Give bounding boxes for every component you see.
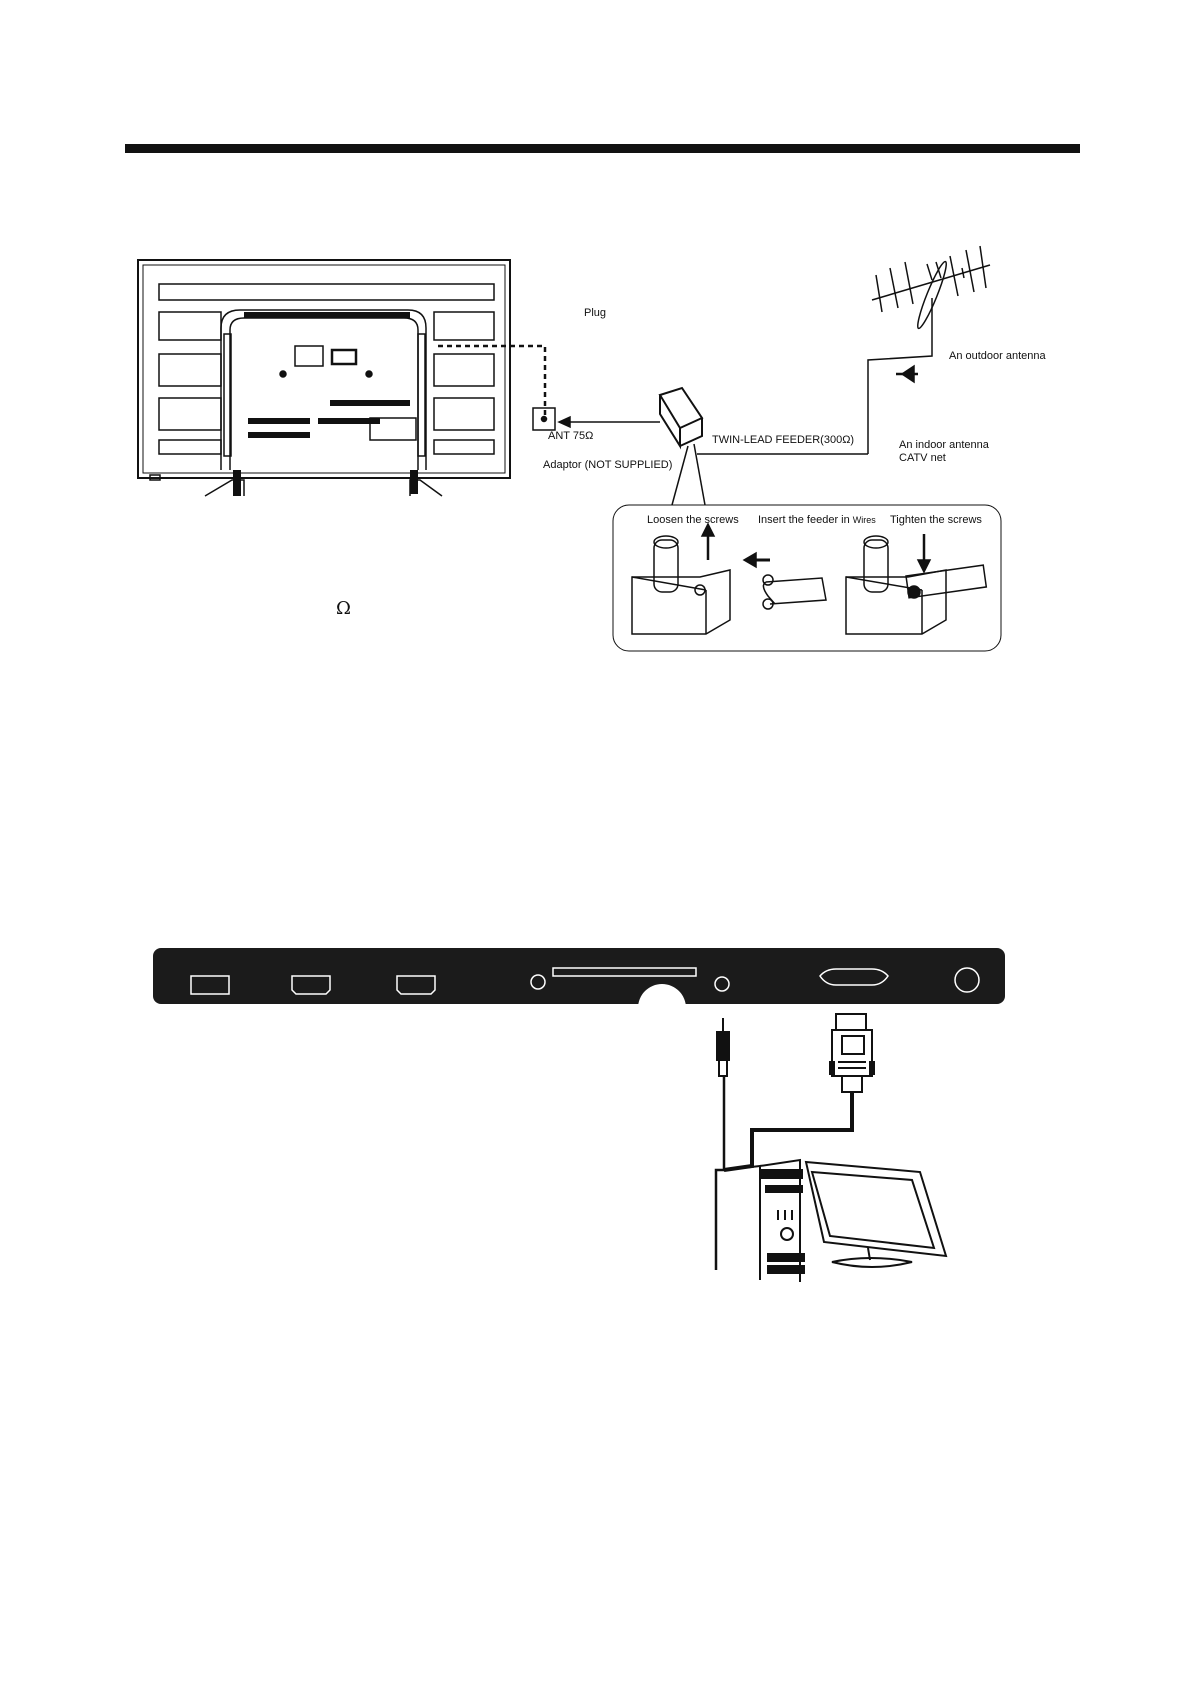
indoor-antenna-label: An indoor antenna: [899, 440, 989, 451]
outdoor-antenna-label: An outdoor antenna: [949, 351, 1046, 362]
tv-back-panel: [138, 260, 510, 496]
insert-feeder-label: Insert the feeder in Wires: [758, 515, 876, 526]
pc-tower: [724, 1160, 804, 1282]
omega-symbol: Ω: [336, 598, 351, 619]
feeder-wires: [763, 575, 826, 609]
adaptor-detail-right: [846, 534, 986, 634]
audio-cable: [716, 1018, 729, 1270]
vga-cable: [724, 1014, 874, 1170]
feeder-label: TWIN-LEAD FEEDER(300Ω): [712, 435, 854, 446]
loosen-screws-label: Loosen the screws: [647, 515, 739, 526]
pc-monitor: [806, 1162, 946, 1267]
insert-feeder-prefix: Insert the feeder in: [758, 514, 850, 526]
ant-port-label: ANT 75Ω: [548, 431, 593, 442]
adaptor-label: Adaptor (NOT SUPPLIED): [543, 460, 672, 471]
catv-label: CATV net: [899, 453, 946, 464]
tighten-screws-label: Tighten the screws: [890, 515, 982, 526]
plug-label: Plug: [584, 308, 606, 319]
adaptor-block: [660, 388, 868, 505]
outdoor-antenna-mast: [872, 246, 990, 330]
insert-feeder-suffix: Wires: [853, 515, 876, 525]
adaptor-detail-left: [632, 524, 730, 634]
